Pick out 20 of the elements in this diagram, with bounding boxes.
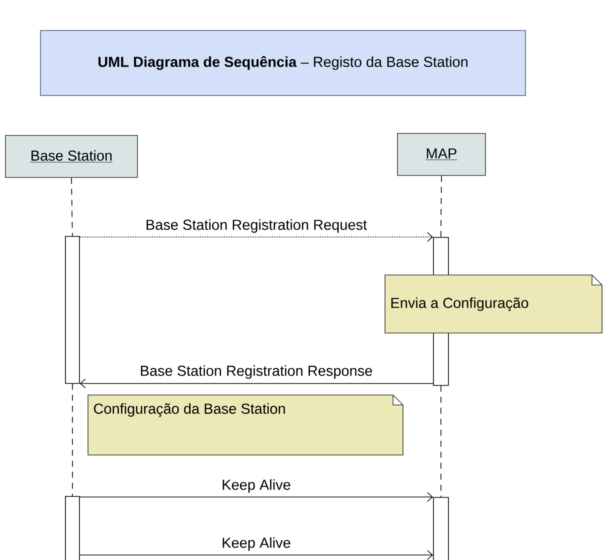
lifeline bbox=[72, 383, 73, 496]
lifeline-box: Base Station bbox=[5, 135, 138, 178]
lifeline bbox=[440, 385, 442, 498]
message-arrow bbox=[79, 492, 433, 502]
title-box: UML Diagrama de Sequência – Registo da Base Station bbox=[40, 30, 526, 96]
activation-bar bbox=[65, 236, 80, 384]
message-label: Keep Alive bbox=[222, 479, 290, 493]
message-arrow bbox=[79, 232, 433, 242]
message-arrow bbox=[79, 550, 433, 560]
message-label: Keep Alive bbox=[222, 537, 290, 551]
note: Configuração da Base Station bbox=[88, 394, 404, 456]
note: Envia a Configuração bbox=[384, 274, 602, 334]
lifeline bbox=[71, 178, 73, 236]
lifeline bbox=[440, 176, 442, 238]
message-label: Base Station Registration Response bbox=[140, 365, 372, 379]
message-label: Base Station Registration Request bbox=[146, 219, 367, 233]
message-arrow bbox=[80, 378, 434, 388]
activation-bar bbox=[433, 497, 449, 560]
lifeline-box: MAP bbox=[397, 133, 486, 176]
activation-bar bbox=[65, 496, 80, 560]
